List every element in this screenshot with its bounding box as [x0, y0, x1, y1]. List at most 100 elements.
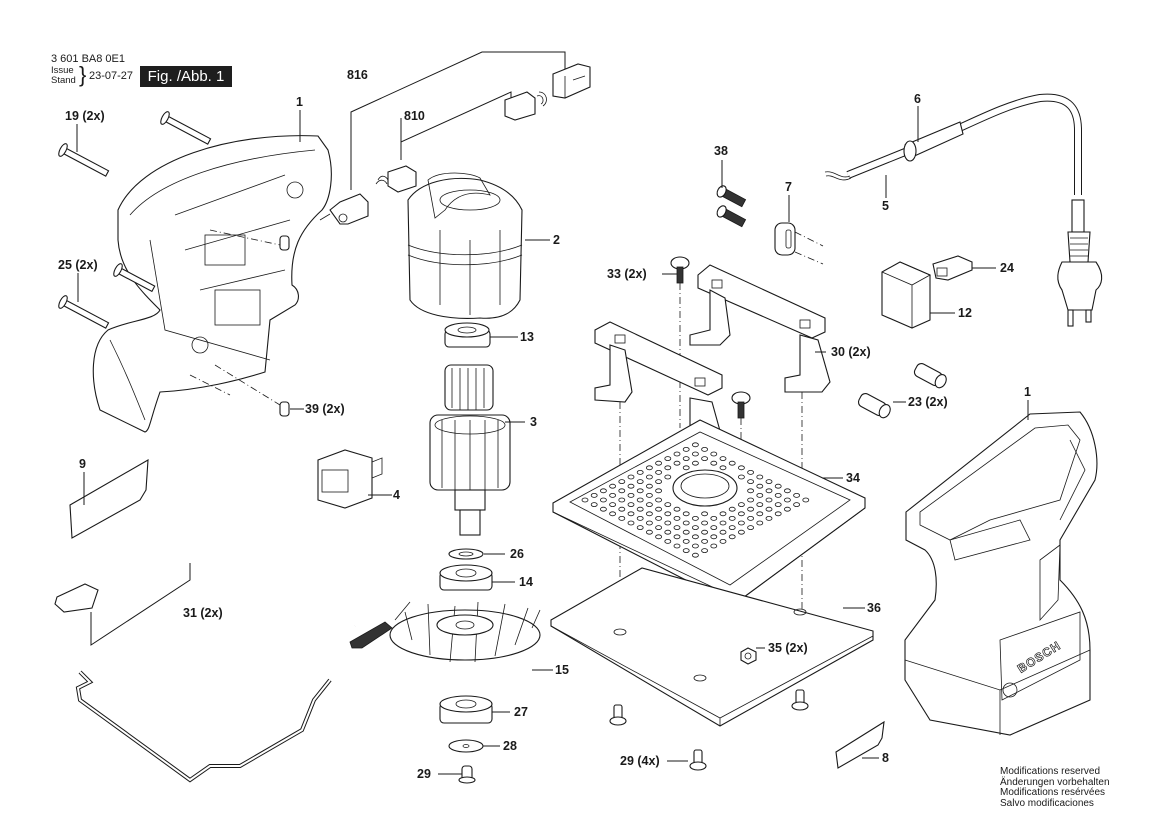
part-label-2: 2 — [553, 233, 560, 247]
bearing-14 — [439, 564, 493, 591]
label-sticker-9 — [69, 459, 149, 539]
perforation-hole — [765, 488, 773, 494]
perforation-hole — [646, 502, 653, 508]
perforation-hole — [609, 511, 616, 517]
perforation-hole — [600, 497, 607, 503]
perforation-hole — [756, 502, 764, 508]
perforation-hole — [738, 529, 745, 535]
perforation-hole — [747, 525, 754, 530]
perforation-hole — [682, 529, 690, 535]
issue-label: Issue — [51, 65, 74, 76]
perforation-hole — [728, 516, 736, 521]
part-label-3: 3 — [530, 415, 537, 429]
perforation-hole — [646, 511, 653, 517]
perforation-hole — [682, 511, 690, 517]
perforation-hole — [784, 506, 791, 512]
perforation-hole — [673, 534, 681, 540]
part-label-29-multi: 29 (4x) — [620, 754, 660, 768]
perforation-hole — [636, 516, 644, 521]
perforation-hole — [646, 492, 653, 498]
perforation-hole — [655, 497, 662, 503]
note-line: Modifications resérvées — [1000, 787, 1106, 798]
base-plate-34 — [552, 419, 866, 604]
perforation-hole — [673, 516, 681, 521]
perforation-hole — [793, 492, 800, 498]
perforation-hole — [655, 525, 662, 530]
modifications-notes: Modifications reserved Änderungen vorbeh… — [1000, 766, 1110, 809]
perforation-hole — [636, 525, 644, 530]
part-label-39: 39 (2x) — [305, 402, 345, 416]
note-line: Salvo modificaciones — [1000, 797, 1094, 809]
perforation-hole — [627, 502, 635, 508]
perforation-hole — [692, 516, 699, 521]
perforation-hole — [627, 492, 635, 498]
perforation-hole — [774, 492, 782, 498]
perforation-hole — [701, 456, 708, 462]
part-label-27: 27 — [514, 705, 528, 719]
perforation-hole — [747, 488, 754, 494]
fan-15 — [389, 601, 541, 663]
part-label-13: 13 — [520, 330, 534, 344]
part-label-29-single: 29 — [417, 767, 431, 781]
part-label-25: 25 (2x) — [58, 258, 98, 272]
perforation-hole — [692, 543, 699, 549]
perforation-hole — [646, 520, 653, 526]
part-label-15: 15 — [555, 663, 569, 677]
perforation-hole — [590, 502, 598, 508]
part-label-6: 6 — [914, 92, 921, 106]
perforation-hole — [646, 465, 653, 471]
stator-field-2 — [407, 172, 523, 319]
perforation-hole — [664, 502, 672, 508]
perforation-hole — [701, 520, 708, 526]
perforation-hole — [756, 492, 764, 498]
note-line: Änderungen vorbehalten — [1000, 776, 1110, 788]
perforation-hole — [719, 529, 727, 535]
armature-3 — [429, 364, 511, 536]
perforation-hole — [664, 520, 672, 526]
perforation-hole — [701, 548, 708, 553]
perforation-hole — [738, 465, 745, 471]
part-label-1-left: 1 — [296, 95, 303, 109]
perforation-hole — [655, 479, 662, 485]
washer-28 — [448, 739, 484, 753]
perforation-hole — [600, 488, 607, 494]
perforation-hole — [774, 511, 782, 517]
perforation-hole — [710, 460, 718, 466]
perforation-hole — [646, 483, 653, 489]
perforation-hole — [636, 506, 644, 512]
screws-19 — [58, 111, 212, 177]
perforation-hole — [710, 516, 718, 521]
perforation-hole — [793, 502, 800, 508]
perforation-hole — [646, 474, 653, 480]
perforation-hole — [728, 506, 736, 512]
perforation-hole — [719, 511, 727, 517]
perforation-hole — [738, 474, 745, 480]
perforation-hole — [664, 456, 672, 462]
part-label-33: 33 (2x) — [607, 267, 647, 281]
perforation-hole — [765, 497, 773, 503]
sleeves-23 — [857, 363, 947, 419]
perforation-hole — [719, 539, 727, 544]
perforation-hole — [590, 492, 598, 498]
perforation-hole — [609, 483, 616, 489]
perforation-hole — [738, 511, 745, 517]
stand-label: Stand — [51, 75, 76, 86]
perforation-hole — [756, 511, 764, 517]
part-label-36: 36 — [867, 601, 881, 615]
pins-39 — [189, 229, 290, 417]
perforation-hole — [664, 465, 672, 471]
perforation-hole — [655, 488, 662, 494]
part-label-8: 8 — [882, 751, 889, 765]
perforation-hole — [673, 506, 681, 512]
issue-date: 23-07-27 — [89, 70, 134, 82]
perforation-hole — [728, 460, 736, 466]
perforation-hole — [618, 488, 626, 494]
perforation-hole — [692, 451, 699, 457]
perforation-hole — [747, 506, 754, 512]
perforation-hole — [692, 552, 699, 558]
perforation-hole — [655, 534, 662, 540]
perforation-hole — [802, 497, 810, 503]
part-label-9: 9 — [79, 457, 86, 471]
bearing-13 — [444, 322, 491, 348]
perforation-hole — [719, 520, 727, 526]
